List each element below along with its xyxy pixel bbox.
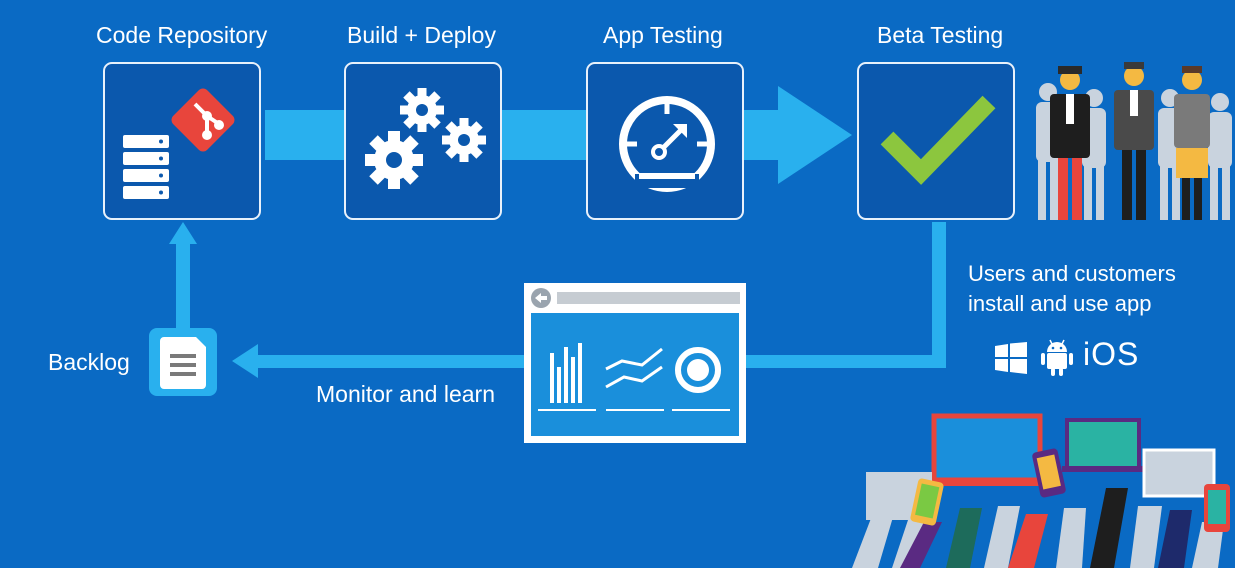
checkmark-icon: [880, 95, 996, 185]
backlog-up-line: [176, 240, 190, 328]
server-stack-icon: [123, 135, 169, 199]
analytics-dashboard-icon: [524, 283, 746, 443]
repo-arrowhead: [169, 222, 197, 244]
donut-chart-icon: [675, 347, 721, 393]
devices-hands-illustration: [852, 413, 1230, 568]
laptop-icon: [931, 413, 1043, 483]
windows-icon: [995, 342, 1027, 374]
users-text-line1: Users and customers: [968, 261, 1176, 286]
gears-icon: [365, 88, 486, 189]
code-repository-box: [103, 62, 261, 220]
flow-arrowhead: [778, 86, 852, 184]
app-testing-box: [586, 62, 744, 220]
backlog-document-icon: [149, 328, 217, 396]
stage-title-app-testing: App Testing: [603, 22, 723, 48]
stage-title-beta-testing: Beta Testing: [877, 22, 1004, 48]
users-text-line2: install and use app: [968, 291, 1152, 316]
users-crowd-illustration: [1036, 62, 1232, 220]
return-line-left: [258, 355, 526, 368]
line-chart-icon: [605, 347, 663, 371]
return-line-right: [745, 355, 946, 368]
beta-down-line: [932, 222, 946, 368]
person-head: [1060, 70, 1080, 90]
gauge-icon: [619, 96, 715, 192]
ios-label: iOS: [1083, 336, 1140, 372]
backlog-label: Backlog: [48, 349, 130, 375]
monitor-label: Monitor and learn: [316, 381, 495, 407]
bar-chart-icon: [550, 343, 582, 403]
android-icon: [1041, 339, 1073, 376]
stage-title-build-deploy: Build + Deploy: [347, 22, 496, 48]
beta-testing-box: [857, 62, 1015, 220]
stage-title-code-repository: Code Repository: [96, 22, 268, 48]
git-logo-icon: [171, 88, 235, 152]
build-deploy-box: [344, 62, 502, 220]
backlog-arrowhead: [232, 344, 258, 378]
